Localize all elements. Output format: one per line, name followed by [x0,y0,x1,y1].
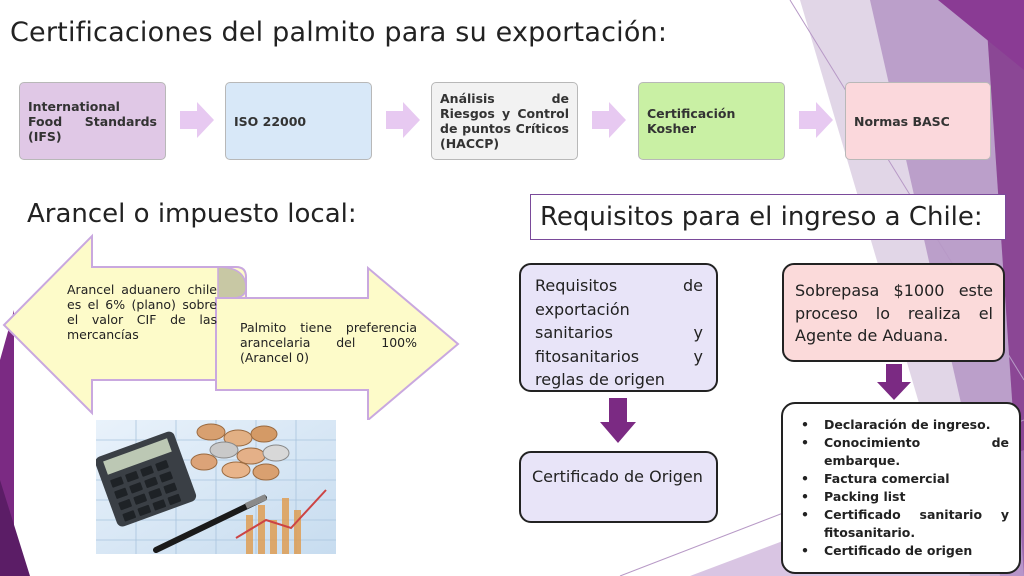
document-item: Packing list [799,488,1009,506]
document-item: Declaración de ingreso. [799,416,1009,434]
required-documents-list: Declaración de ingreso. Conocimiento de … [781,402,1021,574]
flow-arrow-icon [592,102,626,138]
tariff-arrows-graphic [2,233,460,420]
document-item: Certificado de origen [799,542,1009,560]
step-basc: Normas BASC [845,82,991,160]
step-basc-label: Normas BASC [854,113,950,129]
step-haccp: Análisis de Riesgos y Control de puntos … [431,82,578,160]
step-ifs: International Food Standards (IFS) [19,82,166,160]
requirements-box: Requisitos de exportación sanitarios y f… [519,263,718,392]
document-item: Conocimiento de embarque. [799,434,1009,470]
tariff-preference-text: Palmito tiene preferencia arancelaria de… [240,320,417,365]
right-arrow-shape [215,265,460,420]
decor-left-bottom [0,480,30,576]
document-item: Certificado sanitario y fitosanitario. [799,506,1009,542]
customs-agent-box: Sobrepasa $1000 este proceso lo realiza … [782,263,1005,362]
down-arrow-icon [877,364,911,400]
slide-title: Certificaciones del palmito para su expo… [10,17,668,48]
step-kosher-label: Certificación Kosher [647,106,736,136]
chile-heading: Requisitos para el ingreso a Chile: [540,202,983,232]
down-arrow-icon [600,398,636,443]
arancel-heading: Arancel o impuesto local: [27,199,357,229]
flow-arrow-icon [386,102,420,138]
flow-arrow-icon [180,102,214,138]
decor-top-triangle [938,0,1024,70]
calculator-coins-image [96,420,336,554]
flow-arrow-icon [799,102,833,138]
tariff-chile-text: Arancel aduanero chile es el 6% (plano) … [67,282,217,342]
left-arrow-shape [2,233,247,416]
step-kosher: Certificación Kosher [638,82,785,160]
step-haccp-label: Análisis de Riesgos y Control de puntos … [440,91,569,151]
customs-agent-text: Sobrepasa $1000 este proceso lo realiza … [795,281,993,345]
certificate-origin-box: Certificado de Origen [519,451,718,523]
requirements-text: Requisitos de exportación sanitarios y f… [535,276,703,389]
chile-heading-box: Requisitos para el ingreso a Chile: [530,194,1006,240]
document-item: Factura comercial [799,470,1009,488]
certificate-origin-text: Certificado de Origen [532,467,703,486]
step-iso-22000: ISO 22000 [225,82,372,160]
step-ifs-label: International Food Standards (IFS) [28,98,157,144]
step-iso-label: ISO 22000 [234,113,307,129]
